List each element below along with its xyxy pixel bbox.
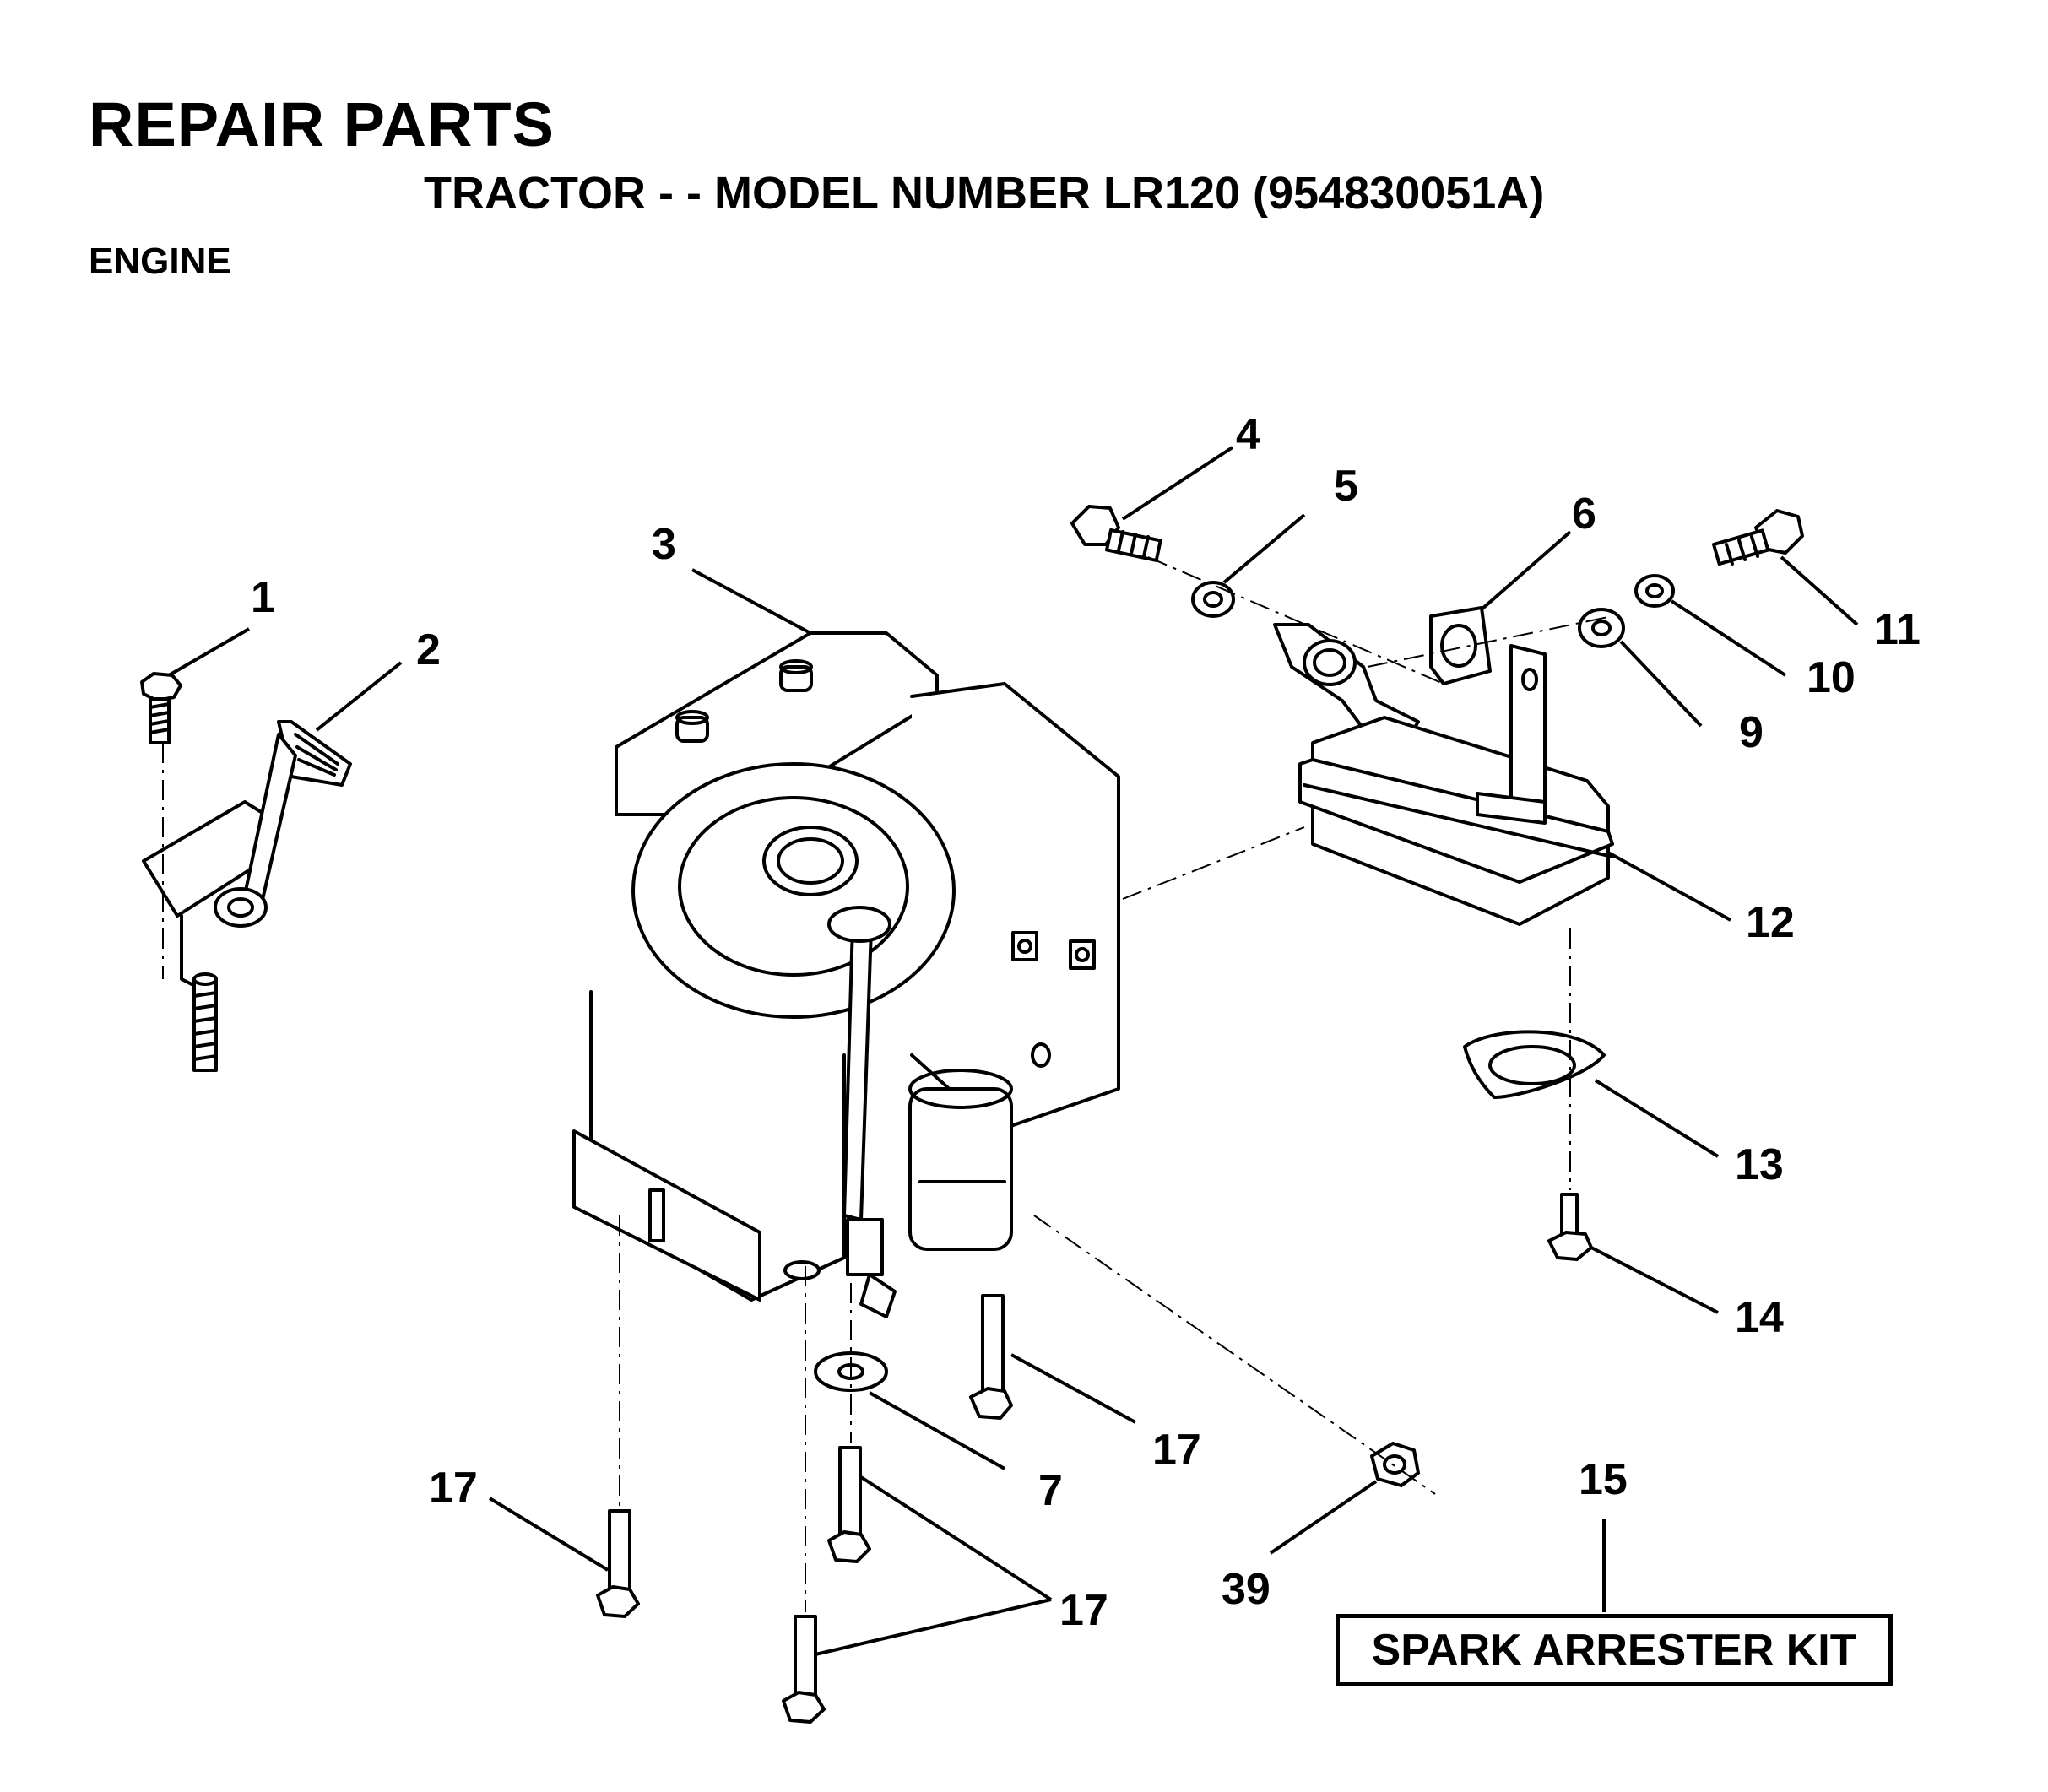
part-11-bolt: [1712, 509, 1804, 566]
callout-11: 11: [1874, 605, 1921, 654]
callout-1: 1: [251, 573, 275, 622]
callout-10: 10: [1807, 653, 1856, 702]
callout-12: 12: [1746, 898, 1795, 947]
callout-4: 4: [1236, 410, 1260, 459]
part-13-screen: [1463, 1030, 1606, 1099]
part-4-bolt: [1070, 505, 1162, 562]
callout-2: 2: [416, 625, 441, 674]
model-subtitle: TRACTOR - - MODEL NUMBER LR120 (95483005…: [424, 168, 1545, 219]
part-5-washer: [1191, 581, 1235, 618]
page-title: REPAIR PARTS: [89, 89, 555, 160]
callout-17-lower: 17: [1059, 1586, 1108, 1635]
callout-5: 5: [1334, 462, 1358, 511]
part-1-bolt: [140, 672, 182, 744]
callout-13: 13: [1735, 1140, 1784, 1189]
callout-17-upper: 17: [1152, 1426, 1201, 1475]
kit-label: SPARK ARRESTER KIT: [1371, 1626, 1857, 1675]
spark-arrester-kit-box: SPARK ARRESTER KIT: [1336, 1614, 1893, 1686]
part-10-lockwasher: [1634, 574, 1675, 608]
part-39-nut: [1370, 1442, 1420, 1487]
part-14-screw: [1547, 1193, 1593, 1261]
part-17-bolts: [596, 1294, 1013, 1724]
callout-9: 9: [1739, 708, 1764, 757]
callout-14: 14: [1735, 1293, 1784, 1342]
part-3-engine: [572, 631, 1120, 1318]
callout-6: 6: [1572, 490, 1596, 539]
part-12-muffler: [1298, 644, 1614, 926]
leader-lines: [167, 446, 1859, 1656]
callout-15: 15: [1579, 1455, 1628, 1504]
part-9-washer: [1578, 608, 1625, 648]
callout-17-left: 17: [429, 1464, 478, 1513]
callout-39: 39: [1222, 1565, 1271, 1614]
callout-3: 3: [652, 520, 676, 569]
part-2-throttle-control: [142, 720, 352, 1072]
assembly-lines: [162, 556, 1613, 1612]
callout-7: 7: [1038, 1466, 1063, 1515]
section-label: ENGINE: [89, 241, 231, 282]
